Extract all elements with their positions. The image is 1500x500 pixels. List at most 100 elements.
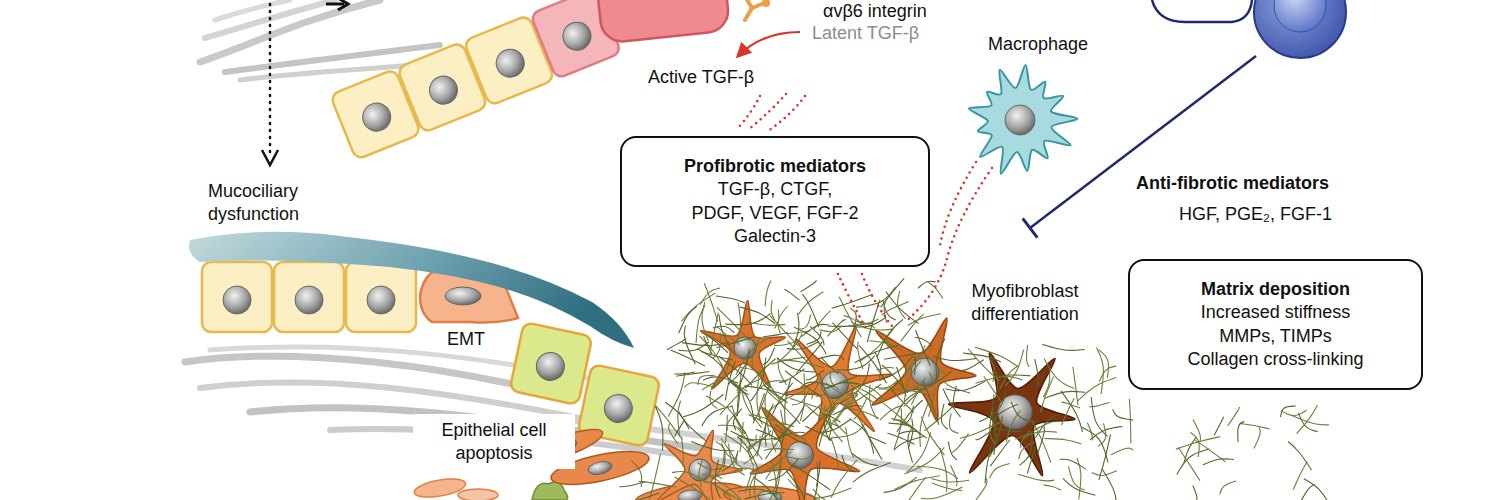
collagen-mesh [765,281,771,307]
epithelial-cells-top [330,0,621,160]
myofibroblast-cell [524,300,1075,500]
collagen-mesh [721,438,736,464]
mediator-dots [838,274,868,332]
collagen-mesh [798,292,823,315]
collagen-mesh [931,478,969,482]
collagen-mesh [679,412,706,441]
collagen-mesh [1063,478,1095,495]
collagen-mesh [717,486,756,500]
collagen-mesh [674,372,694,374]
box-item: MMPs, TIMPs [1219,325,1332,348]
collagen-mesh [763,347,775,365]
collagen-mesh [671,350,705,366]
collagen-mesh [771,357,805,364]
annotation-label: Myofibroblast differentiation [953,280,1097,325]
collagen-mesh [990,440,1010,466]
collagen-mesh [678,401,681,437]
collagen-mesh [826,383,858,394]
collagen-mesh [941,404,947,430]
activation-arrow [738,32,800,56]
apoptotic-fragments [458,489,498,500]
collagen-mesh [819,374,832,406]
annotation-label: Active TGF-β [645,66,757,89]
epithelial-cells-bottom [346,262,416,332]
collagen-mesh [1043,485,1061,490]
collagen-mesh [960,422,1001,439]
collagen-mesh [739,307,775,324]
collagen-mesh [933,356,977,360]
collagen-mesh [784,455,812,459]
collagen-mesh [948,442,957,461]
collagen-mesh [928,372,934,416]
collagen-mesh [713,326,734,333]
group-heading: Anti-fibrotic mediators [1133,172,1332,195]
collagen-mesh [681,293,715,321]
collagen-mesh [718,356,752,385]
lymphocyte [1152,0,1346,58]
collagen-mesh [822,414,840,422]
collagen-mesh [792,389,809,404]
collagen-mesh [921,487,962,499]
collagen-mesh [802,294,819,327]
collagen-mesh [729,444,745,475]
collagen-mesh [742,389,762,428]
collagen-mesh [736,339,766,375]
collagen-mesh [1027,345,1030,367]
collagen-mesh [760,381,786,388]
collagen-mesh [752,414,794,426]
box-item: TGF-β, CTGF, [718,178,832,201]
collagen-mesh [827,319,845,336]
collagen-mesh [696,305,705,343]
annotation-label: Epithelial cell apoptosis [413,414,575,469]
collagen-mesh [915,337,932,345]
collagen-mesh [850,308,856,332]
collagen-mesh [875,380,898,388]
collagen-mesh [1041,376,1054,412]
collagen-mesh [781,410,786,436]
collagen-mesh [1032,421,1051,463]
dotted-arrow [262,150,278,165]
collagen-mesh [793,464,830,490]
collagen-mesh [1190,432,1199,457]
collagen-mesh [753,382,770,423]
collagen-mesh [858,342,863,369]
collagen-mesh [816,395,834,405]
epithelial-cells-top [596,0,730,44]
myofibroblast-cell [949,353,1075,476]
collagen-mesh [681,437,683,466]
collagen-mesh [768,459,798,481]
epithelial-cells-bottom [202,262,272,332]
epithelial-cells-top [596,0,730,44]
collagen-mesh [831,438,838,468]
collagen-mesh [650,454,661,500]
collagen-mesh [778,306,787,333]
collagen-mesh [1078,378,1117,402]
collagen-mesh [1192,486,1197,500]
collagen-mesh [667,339,686,350]
collagen-mesh [1254,427,1260,449]
collagen-mesh [1015,431,1057,439]
collagen-mesh [1061,391,1082,432]
collagen-mesh [790,398,831,411]
collagen-mesh [1002,374,1030,376]
collagen-mesh [752,339,760,369]
small-arrow [338,0,348,10]
epithelial-cells-bottom [295,286,323,314]
collagen-mesh [805,404,838,426]
collagen-mesh [833,405,862,415]
collagen-mesh [1091,397,1108,436]
small-arrow [326,0,348,10]
collagen-mesh [875,352,881,378]
collagen-mesh [770,316,799,346]
macrophage-cell [969,65,1078,174]
collagen-mesh [679,306,697,333]
collagen-mesh [702,406,733,426]
collagen-mesh [846,427,854,457]
collagen-mesh [945,381,985,390]
collagen-mesh [884,477,917,492]
collagen-mesh [750,474,757,499]
collagen-mesh [777,358,815,372]
collagen-mesh [812,380,820,399]
collagen-mesh [853,463,891,483]
